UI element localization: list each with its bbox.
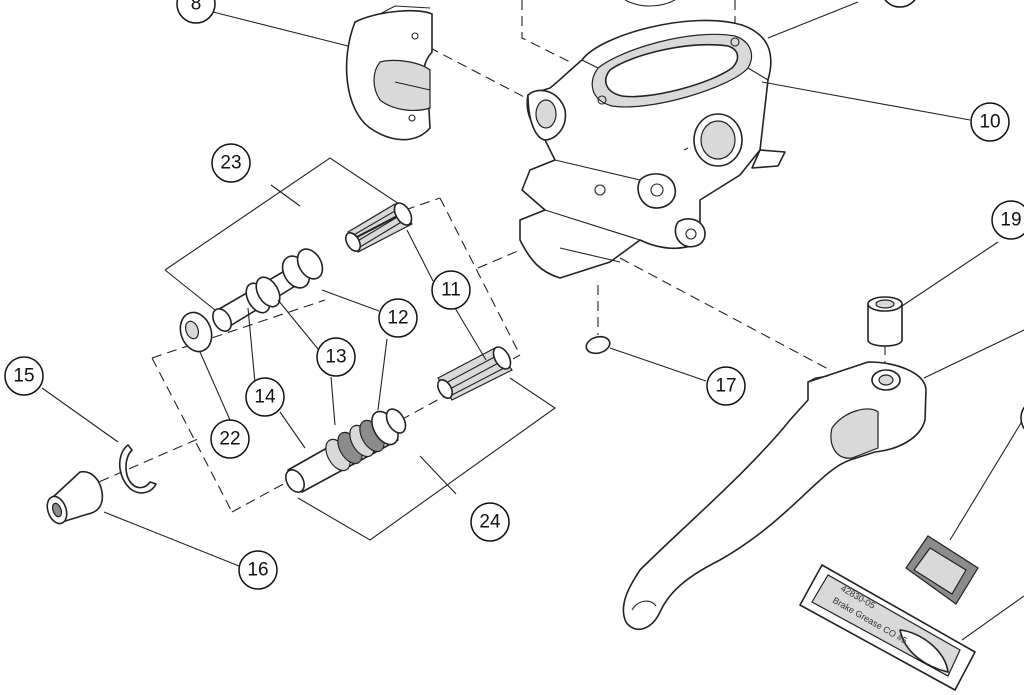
- callout-partial-top-right: [884, 0, 916, 8]
- callout-13[interactable]: 13: [316, 337, 356, 377]
- grease-pack-small: [905, 535, 979, 605]
- spring-lower-part: [436, 346, 513, 401]
- lever-part: [622, 361, 927, 631]
- reservoir-cap-edge: [624, 0, 676, 7]
- master-cylinder-body-part: [519, 19, 786, 279]
- svg-text:11: 11: [441, 280, 461, 301]
- retaining-ring-part: [119, 444, 157, 494]
- svg-text:16: 16: [247, 560, 268, 581]
- callout-19[interactable]: 19: [991, 200, 1024, 240]
- callout-14[interactable]: 14: [245, 377, 285, 417]
- svg-text:10: 10: [979, 112, 1000, 133]
- svg-text:19: 19: [1000, 210, 1021, 231]
- callout-8[interactable]: 8: [176, 0, 216, 24]
- piston-lower-part: [285, 408, 407, 493]
- washer-part: [179, 311, 213, 353]
- svg-text:14: 14: [254, 387, 276, 408]
- kit-brackets: [164, 157, 556, 541]
- piston-upper-part: [212, 248, 324, 332]
- svg-text:8: 8: [191, 0, 202, 15]
- callout-23[interactable]: 23: [211, 143, 251, 183]
- svg-text:24: 24: [479, 512, 501, 533]
- svg-text:13: 13: [325, 347, 346, 368]
- callout-10[interactable]: 10: [970, 102, 1010, 142]
- callout-17[interactable]: 17: [706, 366, 746, 406]
- callout-15[interactable]: 15: [4, 356, 44, 396]
- bushing-part: [867, 296, 903, 347]
- leader-lines: [41, 1, 1024, 641]
- callout-11[interactable]: 11: [431, 270, 471, 310]
- callout-24[interactable]: 24: [470, 502, 510, 542]
- boot-part: [46, 470, 104, 525]
- clamp-bracket-part: [345, 5, 433, 141]
- svg-text:17: 17: [715, 376, 736, 397]
- svg-text:22: 22: [219, 429, 240, 450]
- svg-text:23: 23: [220, 153, 241, 174]
- svg-text:15: 15: [13, 366, 34, 387]
- callout-22[interactable]: 22: [210, 419, 250, 459]
- callout-partial-right: [1020, 406, 1024, 430]
- clip-part: [585, 335, 611, 355]
- callout-12[interactable]: 12: [378, 298, 418, 338]
- spring-upper-part: [344, 202, 413, 253]
- svg-text:12: 12: [387, 308, 408, 329]
- callout-16[interactable]: 16: [238, 550, 278, 590]
